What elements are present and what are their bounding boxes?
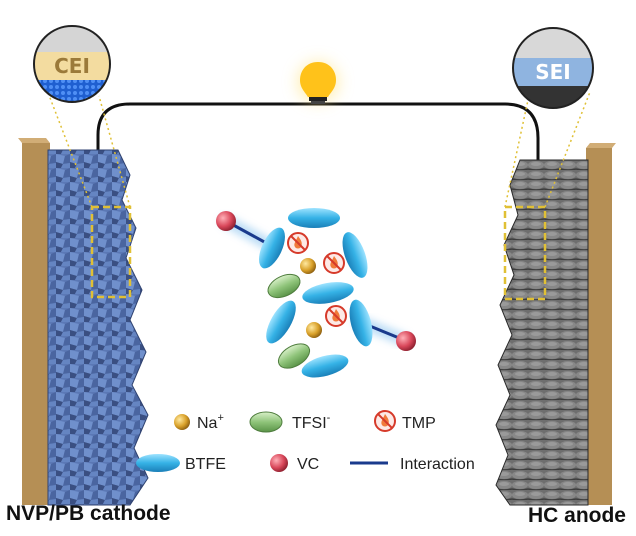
na-ion <box>306 322 322 338</box>
legend-vc-label: VC <box>297 456 319 473</box>
legend-vc-swatch <box>270 454 288 472</box>
anode-material <box>495 159 589 506</box>
sei-label: SEI <box>535 60 571 84</box>
legend-tmp-label: TMP <box>402 415 436 432</box>
legend-na-swatch <box>174 414 190 430</box>
cei-zoom-circle: CEI <box>33 25 111 103</box>
btfe-molecule <box>288 208 340 228</box>
btfe-molecule <box>349 299 373 347</box>
circuit-wire <box>96 102 540 170</box>
btfe-molecule <box>259 227 285 269</box>
cathode-current-collector <box>22 143 50 505</box>
legend-tmp-swatch <box>374 410 396 432</box>
no-flame-icon <box>325 305 347 327</box>
vc-molecule <box>396 331 416 351</box>
no-flame-icon <box>323 252 345 274</box>
cei-label: CEI <box>54 54 90 78</box>
legend-na-label: Na+ <box>197 412 224 432</box>
legend-btfe-swatch <box>136 454 180 472</box>
btfe-molecule <box>301 354 349 378</box>
anode-label: HC anode <box>528 504 626 527</box>
btfe-molecule <box>342 232 368 278</box>
anode-current-collector <box>586 148 612 505</box>
legend-interaction-label: Interaction <box>400 456 475 473</box>
tfsi-molecule <box>267 273 301 299</box>
cathode-zoom-box <box>90 205 132 299</box>
legend-btfe-label: BTFE <box>185 456 226 473</box>
legend-tfsi-label: TFSI- <box>292 412 331 432</box>
cathode-material <box>47 149 149 506</box>
vc-molecule <box>216 211 236 231</box>
cathode-label: NVP/PB cathode <box>6 502 171 525</box>
legend: Na+ TFSI- TMP BTFE VC Interaction <box>136 410 475 473</box>
no-flame-icon <box>287 232 309 254</box>
solvation-cluster <box>216 208 416 378</box>
sei-zoom-circle: SEI <box>512 27 594 109</box>
light-bulb-icon <box>298 62 338 104</box>
btfe-molecule <box>302 282 354 304</box>
btfe-molecule <box>266 300 296 344</box>
legend-tfsi-swatch <box>249 411 283 433</box>
na-ion <box>300 258 316 274</box>
tfsi-molecule <box>277 343 311 369</box>
